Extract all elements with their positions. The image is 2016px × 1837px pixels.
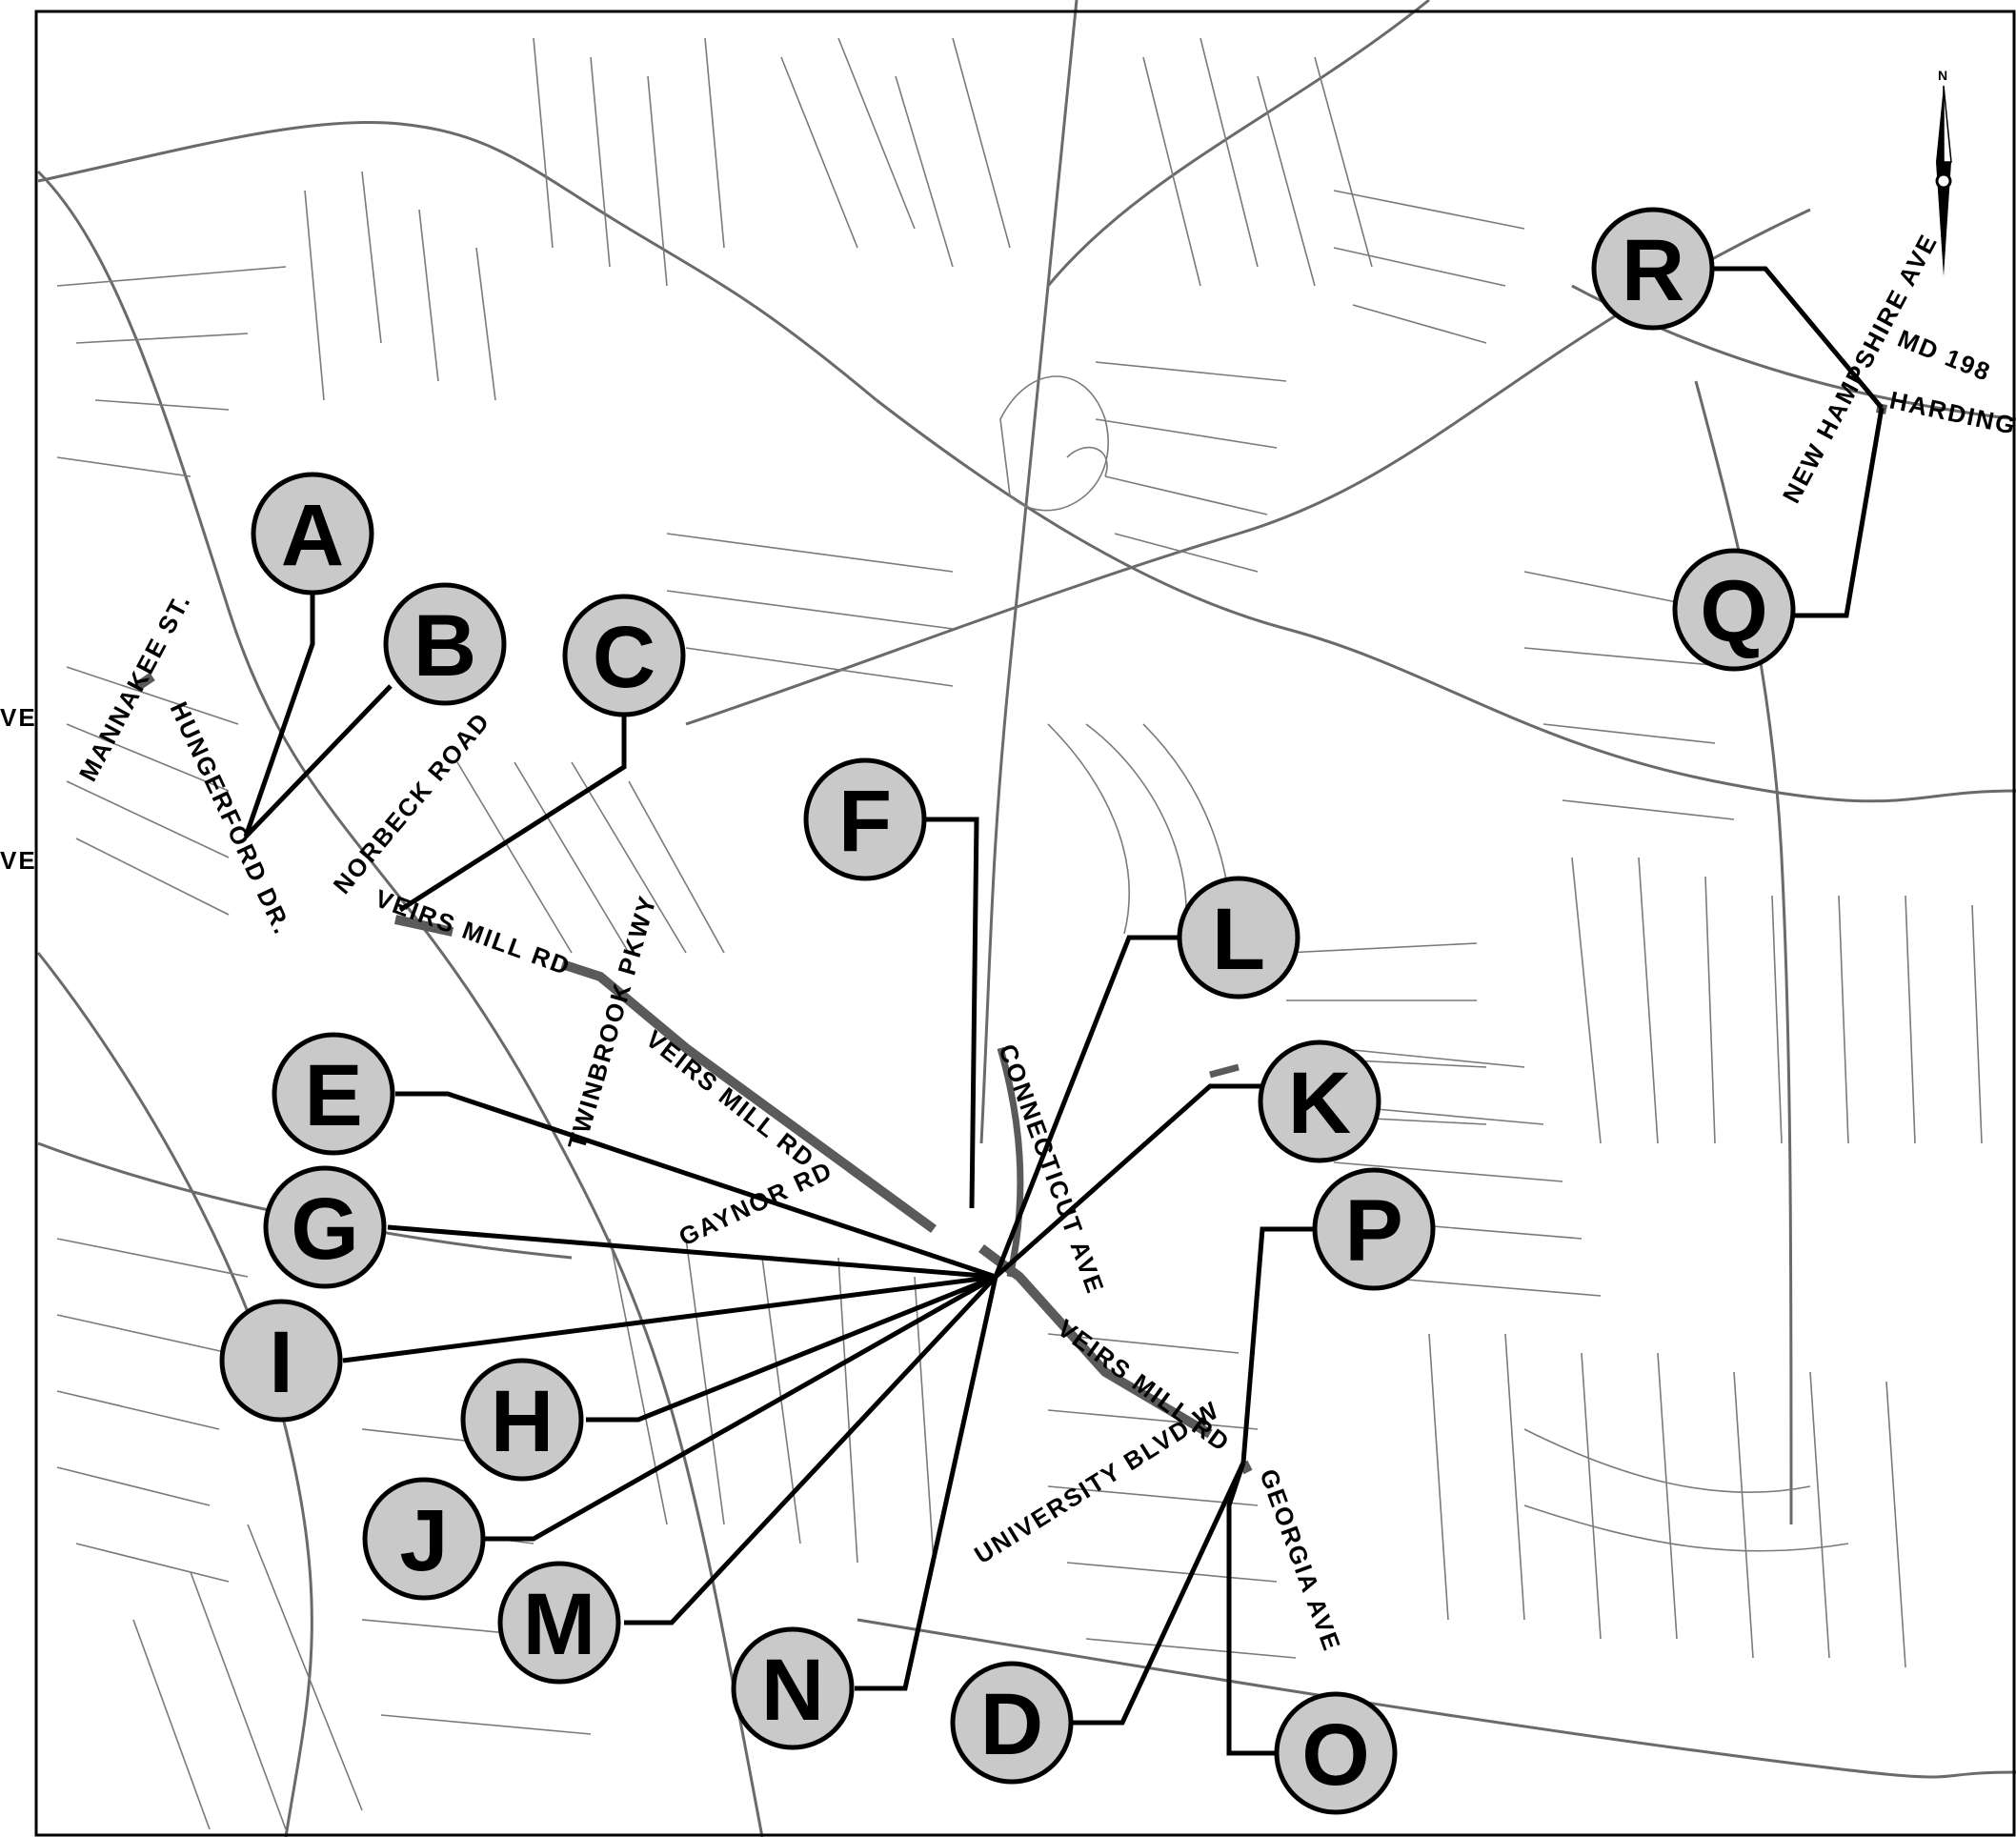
marker-g[interactable]: G — [263, 1165, 387, 1289]
marker-o[interactable]: O — [1274, 1691, 1398, 1815]
marker-c[interactable]: C — [562, 594, 686, 717]
leader-b — [244, 684, 393, 838]
marker-q-label: Q — [1700, 563, 1768, 660]
leader-lines — [243, 266, 1885, 1756]
marker-m-label: M — [523, 1576, 596, 1673]
leader-q — [1791, 407, 1885, 618]
marker-f-label: F — [838, 773, 892, 870]
marker-h-label: H — [491, 1373, 554, 1470]
marker-m[interactable]: M — [497, 1561, 621, 1685]
marker-r[interactable]: R — [1591, 207, 1715, 331]
marker-n-label: N — [761, 1642, 824, 1739]
leader-p — [1240, 1226, 1313, 1464]
marker-i[interactable]: I — [219, 1299, 343, 1423]
marker-d[interactable]: D — [950, 1661, 1074, 1785]
marker-j-label: J — [399, 1492, 448, 1589]
edge-label-2: VE — [0, 846, 37, 875]
marker-k[interactable]: K — [1258, 1040, 1381, 1163]
marker-b[interactable]: B — [383, 582, 507, 706]
north-arrow-icon: N — [1935, 68, 1952, 276]
leader-d — [1058, 1461, 1246, 1726]
leader-j — [481, 1274, 998, 1542]
marker-p-label: P — [1344, 1182, 1402, 1280]
leader-l — [993, 935, 1181, 1278]
marker-h[interactable]: H — [460, 1358, 584, 1482]
leader-r — [1710, 266, 1884, 410]
marker-n[interactable]: N — [731, 1626, 855, 1750]
marker-d-label: D — [980, 1676, 1043, 1773]
marker-a[interactable]: A — [251, 472, 374, 596]
leader-k — [994, 1083, 1262, 1279]
leader-i — [342, 1274, 997, 1363]
edge-label-1: VE — [0, 703, 37, 732]
marker-q[interactable]: Q — [1672, 548, 1796, 672]
marker-p[interactable]: P — [1312, 1167, 1436, 1291]
marker-c-label: C — [593, 609, 655, 706]
north-arrow-label: N — [1938, 68, 1947, 83]
marker-i-label: I — [269, 1314, 293, 1411]
leader-f — [924, 817, 979, 1209]
marker-o-label: O — [1301, 1706, 1370, 1804]
leader-o — [1226, 1462, 1279, 1756]
marker-b-label: B — [413, 597, 476, 695]
leader-c — [398, 715, 627, 913]
marker-a-label: A — [281, 487, 344, 584]
leader-e — [395, 1091, 997, 1280]
marker-l-label: L — [1212, 891, 1265, 988]
map-frame — [34, 10, 2016, 1837]
marker-e[interactable]: E — [272, 1032, 395, 1156]
marker-f[interactable]: F — [803, 757, 927, 881]
marker-e-label: E — [304, 1047, 362, 1144]
marker-r-label: R — [1622, 222, 1684, 319]
marker-g-label: G — [291, 1181, 359, 1278]
marker-l[interactable]: L — [1177, 876, 1300, 999]
marker-j[interactable]: J — [362, 1477, 486, 1601]
leader-n — [855, 1276, 998, 1691]
leader-g — [387, 1224, 997, 1280]
leader-h — [586, 1274, 997, 1423]
marker-k-label: K — [1288, 1055, 1351, 1152]
leader-m — [624, 1275, 998, 1625]
leader-a — [243, 593, 315, 838]
